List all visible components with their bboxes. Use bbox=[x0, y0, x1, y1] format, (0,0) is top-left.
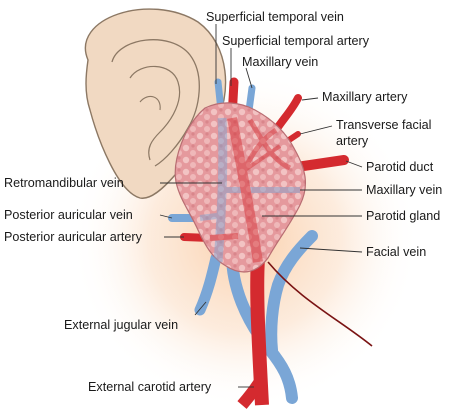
vessels-through-gland bbox=[199, 117, 300, 263]
label-transverse-facial-artery-line1: Transverse facial bbox=[336, 118, 431, 132]
label-posterior-auricular-vein: Posterior auricular vein bbox=[4, 208, 133, 222]
neck-vessels bbox=[194, 230, 373, 409]
facial-vein-vessel bbox=[265, 230, 318, 356]
leader-lines bbox=[159, 24, 363, 388]
retromandibular-descending-vessel bbox=[194, 252, 222, 316]
labels: Superficial temporal vein Superficial te… bbox=[4, 10, 442, 394]
parotid-gland-shape bbox=[174, 102, 307, 273]
label-parotid-duct: Parotid duct bbox=[366, 160, 434, 174]
label-facial-vein: Facial vein bbox=[366, 245, 426, 259]
retromandibular-vein-vessel bbox=[213, 117, 228, 263]
label-maxillary-artery: Maxillary artery bbox=[322, 90, 408, 104]
label-posterior-auricular-artery: Posterior auricular artery bbox=[4, 230, 143, 244]
external-carotid-branch-vessel bbox=[237, 374, 268, 409]
label-superficial-temporal-artery: Superficial temporal artery bbox=[222, 34, 370, 48]
label-maxillary-vein-top: Maxillary vein bbox=[242, 55, 318, 69]
label-parotid-gland: Parotid gland bbox=[366, 209, 440, 223]
label-external-carotid-artery: External carotid artery bbox=[88, 380, 212, 394]
label-retromandibular-vein: Retromandibular vein bbox=[4, 176, 124, 190]
label-maxillary-vein-right: Maxillary vein bbox=[366, 183, 442, 197]
nerve-line bbox=[267, 261, 373, 347]
label-transverse-facial-artery-line2: artery bbox=[336, 134, 369, 148]
label-external-jugular-vein: External jugular vein bbox=[64, 318, 178, 332]
label-superficial-temporal-vein: Superficial temporal vein bbox=[206, 10, 344, 24]
